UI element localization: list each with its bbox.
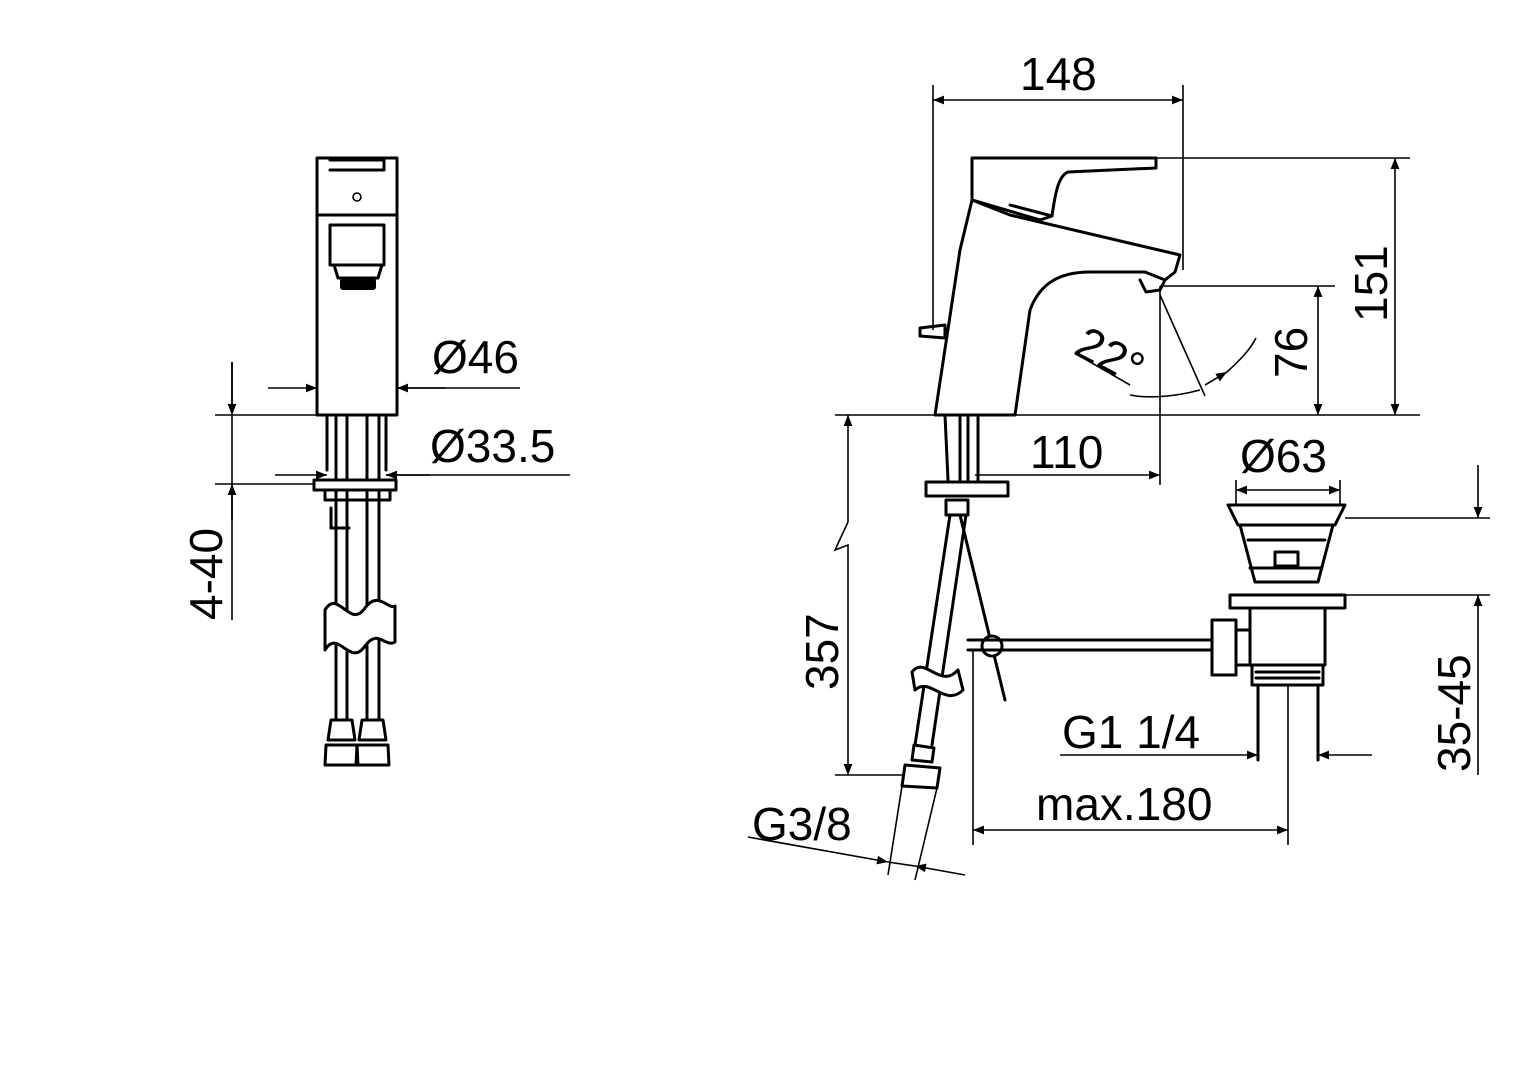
label-diameter-body: Ø46 xyxy=(432,331,519,383)
label-hose-thread: G3/8 xyxy=(752,798,852,850)
side-dimension-lines xyxy=(747,85,1490,881)
label-width: 148 xyxy=(1020,48,1097,100)
label-diameter-thread: Ø33.5 xyxy=(430,420,555,472)
label-waste-thread: G1 1/4 xyxy=(1062,706,1200,758)
label-hose-length: 357 xyxy=(796,613,848,690)
side-view-faucet xyxy=(900,156,1212,790)
label-waste-diameter: Ø63 xyxy=(1240,430,1327,482)
front-dimension-lines xyxy=(215,362,570,620)
front-view-faucet xyxy=(312,156,399,767)
label-spout-angle: 22° xyxy=(1067,316,1153,395)
label-height: 151 xyxy=(1345,245,1397,322)
waste-valve xyxy=(1210,503,1347,762)
label-height-range: 4-40 xyxy=(180,528,232,620)
label-waste-distance: max.180 xyxy=(1036,778,1212,830)
label-waste-height-range: 35-45 xyxy=(1428,654,1480,772)
label-spout-height: 76 xyxy=(1265,327,1317,378)
label-spout-reach: 110 xyxy=(1030,426,1103,478)
